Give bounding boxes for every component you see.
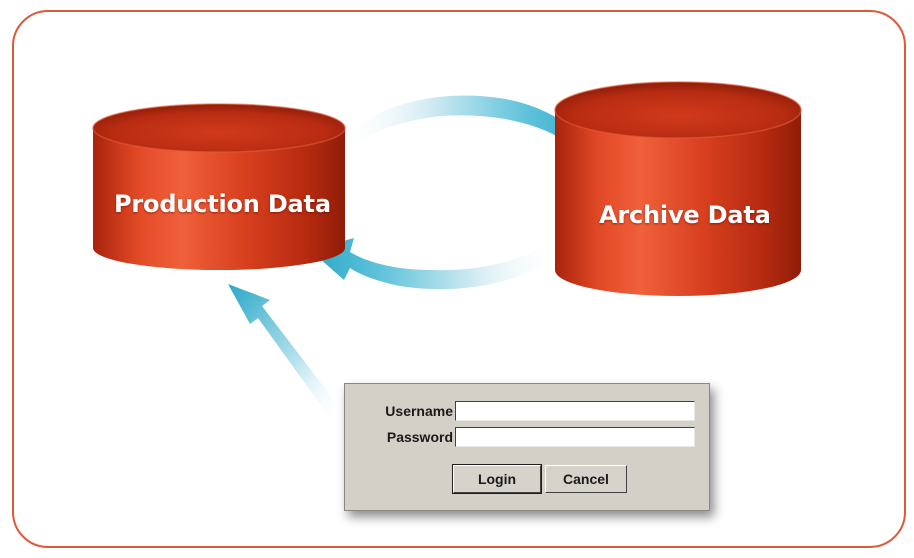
production-data-cylinder-icon (92, 103, 346, 270)
arrow-production-to-archive-icon (340, 95, 600, 152)
login-button[interactable]: Login (452, 464, 542, 494)
username-label: Username (385, 403, 453, 419)
password-input[interactable] (455, 427, 695, 447)
arrow-login-to-production-icon (228, 284, 340, 418)
cancel-button[interactable]: Cancel (545, 465, 627, 493)
username-row: Username (345, 400, 695, 422)
password-row: Password (345, 426, 695, 448)
password-label: Password (386, 429, 453, 445)
archive-data-cylinder-icon (554, 81, 802, 296)
arrow-archive-to-production-icon (310, 236, 560, 290)
login-dialog: Username Password Login Cancel (344, 383, 710, 511)
production-data-label: Production Data (114, 190, 331, 218)
archive-data-label: Archive Data (599, 201, 771, 229)
username-input[interactable] (455, 401, 695, 421)
